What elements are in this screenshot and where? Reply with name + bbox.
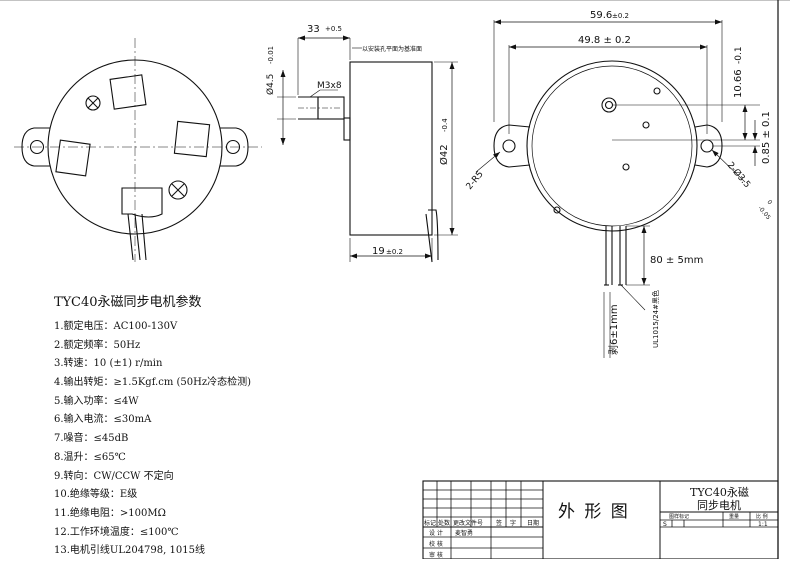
dim-radius: 2-R5	[465, 169, 486, 191]
product-name-line2: 同步电机	[697, 498, 741, 512]
dim-overall: 59.6	[590, 10, 612, 21]
col-doc: 更改文件号	[453, 519, 483, 527]
title-block	[422, 480, 779, 559]
dim-depth-tol: ±0.2	[386, 248, 403, 256]
scale-label: 比 例	[756, 513, 768, 520]
wire-spec: UL1015/24#黑色	[651, 290, 660, 348]
title-block-text: 外 形 图 TYC40永磁 同步电机 标记 处数 更改文件号 签 字 日期 设 …	[424, 485, 768, 559]
stage-mark-label: 图样标记	[669, 513, 689, 520]
dim-offset-top-tol: -0.1	[734, 46, 744, 64]
spec-item: 1.额定电压：AC100-130V	[54, 321, 178, 332]
dim-shaft-tol: -0.01	[267, 46, 275, 64]
spec-item: 8.温升：≤65℃	[54, 451, 126, 463]
note-mount-plane: 以安装孔平面为基准面	[362, 45, 422, 53]
dim-holes: 2-Ø3.5	[725, 160, 753, 190]
col-count: 处数	[438, 519, 450, 527]
spec-item: 4.输出转矩：≥1.5Kgf.cm (50Hz冷态检测)	[54, 377, 251, 389]
dim-depth: 19	[372, 246, 385, 257]
designer-name: 麦智勇	[455, 529, 473, 537]
col-mark: 标记	[424, 519, 436, 527]
col-sign: 签	[496, 519, 502, 527]
col-date: 日期	[527, 519, 539, 527]
spec-item: 11.绝缘电阻：>100MΩ	[54, 507, 166, 519]
scale-value: 1:1	[758, 521, 768, 528]
dim-body-dia: Ø42	[438, 144, 450, 165]
dim-body-tol: -0.4	[441, 118, 449, 132]
dim-offset-top: 10.66	[733, 69, 744, 98]
row-design: 设 计	[429, 529, 443, 537]
spec-item: 10.绝缘等级：E级	[54, 489, 138, 501]
dim-length: 33	[307, 24, 320, 35]
drawing-name: 外 形 图	[558, 502, 630, 522]
row-review: 审 核	[429, 551, 443, 559]
lead-length: 80 ± 5mm	[650, 255, 703, 266]
dim-overall-tol: ±0.2	[612, 12, 629, 20]
side-view	[277, 35, 458, 263]
weight-label: 重量	[729, 513, 739, 520]
side-view-labels: 33 +0.5 以安装孔平面为基准面 Ø4.5 -0.01 M3x8 Ø42 -…	[265, 24, 450, 257]
product-name-line1: TYC40永磁	[690, 485, 749, 499]
dim-hole-spacing: 49.8 ± 0.2	[578, 35, 631, 46]
row-check: 校 核	[429, 540, 443, 548]
thread-callout: M3x8	[317, 81, 342, 91]
dim-offset-small: 0.85 ± 0.1	[761, 111, 772, 164]
spec-title: TYC40永磁同步电机参数	[54, 295, 202, 310]
strip-length: 剥6±1mm	[608, 304, 620, 355]
spec-item: 5.输入功率：≤4W	[54, 395, 139, 407]
spec-item: 9.转向：CW/CCW 不定向	[54, 470, 174, 482]
dim-holes-tol-bottom: -0.05	[756, 205, 771, 222]
spec-list: 1.额定电压：AC100-130V 2.额定频率：50Hz 3.转速：10 (±…	[54, 318, 251, 561]
spec-item: 13.电机引线UL204798, 1015线	[54, 545, 205, 557]
dim-holes-tol-top: 0	[765, 199, 773, 207]
spec-item: 2.额定频率：50Hz	[54, 339, 141, 351]
stage-value: S	[663, 521, 667, 528]
dim-shaft-dia: Ø4.5	[265, 74, 276, 95]
spec-item: 6.输入电流：≤30mA	[54, 414, 152, 426]
spec-item: 12.工作环境温度：≤100℃	[54, 526, 179, 538]
spec-item: 3.转速：10 (±1) r/min	[54, 358, 163, 370]
front-view-left	[14, 38, 262, 262]
front-view-right	[475, 19, 760, 358]
col-name: 字	[510, 519, 516, 527]
dim-length-tol: +0.5	[325, 25, 342, 33]
spec-item: 7.噪音：≤45dB	[54, 433, 129, 445]
